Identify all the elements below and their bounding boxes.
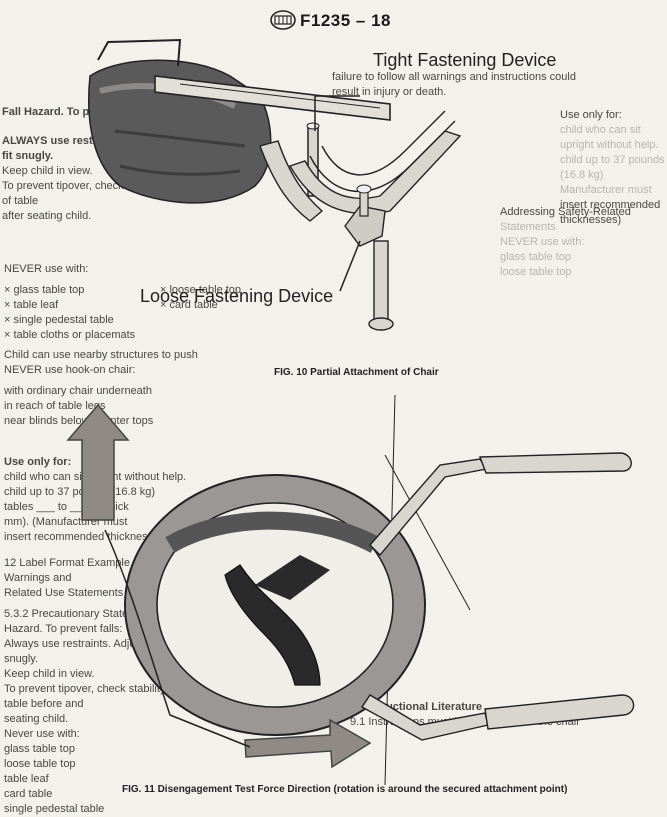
bleed-line: card table [4, 788, 53, 800]
loose-fastening-device [344, 205, 386, 247]
bleed-line: child up to 37 pounds (16.8 kg) [560, 154, 665, 181]
bleed-through-list-2: × loose table top × card table [160, 283, 280, 313]
figure-10-caption: FIG. 10 Partial Attachment of Chair [274, 367, 439, 378]
figure-11-caption: FIG. 11 Disengagement Test Force Directi… [122, 784, 568, 795]
bleed-line: NEVER use with: [4, 263, 89, 275]
bleed-line: with ordinary chair underneath [4, 385, 152, 397]
bleed-line: Related Use Statements [4, 587, 124, 599]
callout-tight-fastening-device: Tight Fastening Device [373, 50, 557, 70]
bleed-line: × table cloths or placemats [4, 329, 136, 341]
metal-arm-left [259, 140, 324, 222]
metal-arm-right [288, 130, 462, 215]
bleed-line: insert recommended thicknesses) [560, 199, 661, 226]
bleed-line: × loose table top [160, 284, 242, 296]
bleed-line: NEVER use with: [500, 236, 585, 248]
bleed-line: in reach of table legs [4, 400, 106, 412]
bleed-line: single pedestal table [4, 803, 105, 815]
bleed-line: 5.3.2 Precautionary Statements: [4, 608, 162, 620]
upper-rail [154, 75, 391, 121]
bleed-line: Manufacturer must [560, 184, 652, 196]
handle-upper [479, 452, 632, 474]
bleed-line: after seating child. [2, 210, 92, 222]
bleed-through-list: NEVER use with: × glass table top × tabl… [4, 262, 154, 343]
bleed-line: glass table top [4, 743, 75, 755]
bleed-through-structures: Child can use nearby structures to push … [4, 348, 244, 429]
bleed-line: Use only for: [4, 456, 72, 468]
bleed-line: glass table top [500, 251, 571, 263]
bleed-line: failure to follow all warnings and instr… [332, 71, 576, 83]
frame-arm-upper [369, 458, 488, 557]
bleed-line: × table leaf [4, 299, 59, 311]
frame-arm-lower [360, 694, 489, 741]
astm-logo [270, 10, 296, 30]
bleed-line: insert recommended thicknesses) [4, 531, 169, 543]
bleed-line: Keep child in view. [4, 668, 95, 680]
bleed-line: result in injury or death. [332, 86, 447, 98]
bleed-line: To prevent tipover, check stability of t… [4, 683, 178, 710]
clamp-screw [373, 240, 389, 322]
bleed-line: × single pedestal table [4, 314, 114, 326]
document-id: F1235 – 18 [300, 11, 392, 30]
handle-lower [484, 694, 635, 730]
bleed-line: Addressing Safety-Related [500, 206, 631, 218]
bleed-line: Use only for: [560, 109, 622, 121]
bleed-through-bottom: 12 Label Format Example Addressing Warni… [4, 556, 204, 817]
callout-loose-fastening-device: Loose Fastening Device [140, 286, 334, 306]
figure-11-drawing [66, 395, 635, 785]
bleed-line: × card table [160, 299, 218, 311]
upward-force-arrow [66, 403, 130, 521]
bleed-line: loose table top [500, 266, 572, 278]
bleed-through-mid-right: Addressing Safety-Related Statements NEV… [500, 205, 665, 280]
bleed-through-right-column: failure to follow all warnings and instr… [332, 70, 662, 100]
bleed-line: seating child. [4, 713, 69, 725]
bleed-line: child up to 37 pounds (16.8 kg) [4, 486, 156, 498]
bleed-through-use-only: Use only for: child who can sit upright … [4, 455, 234, 545]
bleed-line: Always use restraints. Adjust to fit snu… [4, 638, 168, 665]
bleed-line: Hazard. To prevent falls: [4, 623, 123, 635]
page-header: F1235 – 18 [0, 4, 667, 34]
bleed-line: near blinds below counter tops [4, 415, 154, 427]
horizontal-force-arrow [244, 718, 372, 769]
bleed-line: Child can use nearby structures to push [4, 349, 198, 361]
bleed-line: child who can sit upright without help. [560, 124, 659, 151]
bleed-line: Never use with: [4, 728, 80, 740]
bleed-through-upper-right: Use only for: child who can sit upright … [560, 108, 665, 228]
bleed-line: Keep child in view. [2, 165, 93, 177]
bleed-line: Statements [500, 221, 556, 233]
bleed-line: loose table top [4, 758, 76, 770]
bleed-line: NEVER use hook-on chair: [4, 364, 136, 376]
figure-10-drawing [88, 38, 462, 331]
bleed-line: table leaf [4, 773, 49, 785]
seat-crotch-strap [224, 564, 321, 686]
bleed-line: × glass table top [4, 284, 85, 296]
